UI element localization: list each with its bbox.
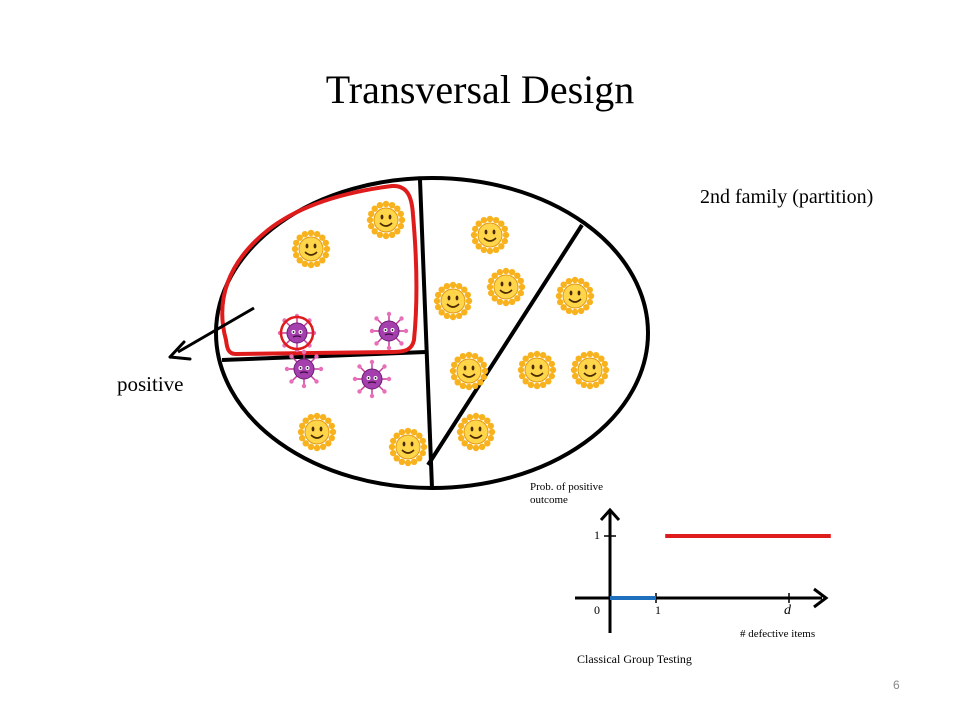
chart-y-arrow <box>599 507 621 522</box>
smiley-face-icon <box>516 349 558 391</box>
positive-arrow <box>177 306 255 354</box>
highlighted-virus-circle <box>279 315 315 351</box>
smiley-face-icon <box>290 229 332 270</box>
family-label: 2nd family (partition) <box>700 186 874 208</box>
virus-icon <box>352 359 392 399</box>
smiley-face-icon <box>365 200 407 240</box>
smiley-face-icon <box>296 411 338 453</box>
virus-icon <box>277 313 317 353</box>
chart-x-tick-label-one: 1 <box>655 603 661 617</box>
positive-group-outline <box>220 183 419 356</box>
page-number: 6 <box>893 678 900 692</box>
smiley-face-icon <box>469 215 511 255</box>
smiley-face-icon <box>455 411 497 453</box>
positive-label: positive <box>117 372 184 396</box>
virus-icon <box>369 311 409 351</box>
chart-y-tick-label: 1 <box>594 528 600 542</box>
chart-x-label: # defective items <box>740 628 816 640</box>
chart-x-arrow <box>813 587 829 609</box>
partition-line-diagonal <box>426 223 584 467</box>
smiley-face-icon <box>554 275 596 317</box>
chart-x-tick-label-zero: 0 <box>594 603 600 617</box>
chart-x-tick-label-d: d <box>784 603 791 618</box>
slide-title: Transversal Design <box>325 67 635 112</box>
smiley-face-icon <box>432 280 474 322</box>
chart-y-label: Prob. of positive outcome <box>530 481 604 506</box>
partition-line-vertical <box>418 179 434 489</box>
group-testing-chart <box>575 507 831 633</box>
chart-caption: Classical Group Testing <box>577 652 692 666</box>
arrow-head <box>168 340 192 361</box>
smiley-face-icon <box>485 266 527 308</box>
smiley-face-icon <box>387 426 429 468</box>
virus-icon <box>284 349 324 389</box>
smiley-face-icon <box>448 350 490 392</box>
smiley-face-icon <box>569 349 611 391</box>
